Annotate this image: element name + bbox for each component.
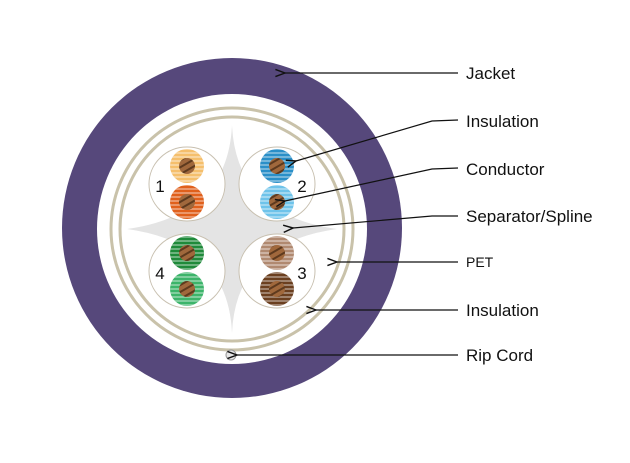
leader-insulation-top (296, 119, 459, 161)
separator-spline (127, 125, 337, 333)
label-rip-cord: Rip Cord (466, 346, 533, 365)
wire-conductor (269, 194, 285, 210)
wire-conductor (269, 245, 285, 261)
pair-number: 2 (297, 177, 306, 196)
wire-conductor (179, 245, 195, 261)
leader-separator (293, 215, 458, 228)
twisted-pair-1: 1 (148, 146, 226, 222)
pair-number: 1 (155, 177, 164, 196)
label-pet: PET (466, 254, 494, 270)
label-insulation-bottom: Insulation (466, 301, 539, 320)
wire-conductor (269, 281, 285, 297)
pair-boundary (238, 233, 316, 309)
rip-cord (225, 349, 237, 361)
twisted-pair-2: 2 (238, 146, 316, 222)
twisted-pair-4: 4 (148, 233, 226, 309)
insulation-ring (118, 115, 346, 343)
label-jacket: Jacket (466, 64, 515, 83)
wire-conductor (269, 158, 285, 174)
wire-conductor (179, 158, 195, 174)
pair-number: 3 (297, 264, 306, 283)
leader-conductor (285, 167, 459, 201)
wire-conductor (179, 281, 195, 297)
pair-number: 4 (155, 264, 164, 283)
label-separator: Separator/Spline (466, 207, 593, 226)
pair-boundary (148, 146, 226, 222)
label-conductor: Conductor (466, 160, 545, 179)
pair-boundary (148, 233, 226, 309)
label-insulation-top: Insulation (466, 112, 539, 131)
wire-conductor (179, 194, 195, 210)
twisted-pair-3: 3 (238, 233, 316, 309)
